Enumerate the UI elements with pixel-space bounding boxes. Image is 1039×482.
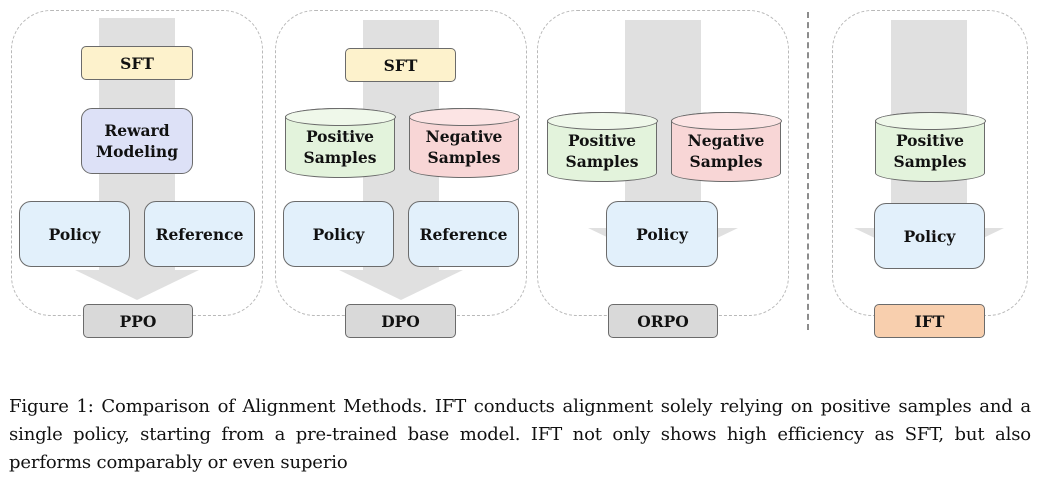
policy-box: Policy xyxy=(606,201,718,267)
positive-samples-cylinder: Positive Samples xyxy=(874,111,986,182)
reward-modeling-label-line-1: Reward xyxy=(104,121,170,140)
policy-box: Policy xyxy=(874,203,985,269)
figure-caption: Figure 1: Comparison of Alignment Method… xyxy=(9,396,1031,473)
method-box-dpo: DPO xyxy=(345,304,456,338)
policy-label: Policy xyxy=(903,226,956,246)
policy-label: Policy xyxy=(312,224,365,244)
flow-arrowhead-ppo xyxy=(75,270,199,300)
positive-samples-label-line-1: Positive xyxy=(305,127,375,146)
method-label-ift: IFT xyxy=(914,311,945,331)
policy-label: Policy xyxy=(48,224,101,244)
negative-samples-label-line-1: Negative xyxy=(425,127,503,146)
method-label-ppo: PPO xyxy=(119,311,157,331)
flow-arrowhead-dpo xyxy=(339,270,463,300)
positive-samples-label-line-1: Positive xyxy=(895,131,965,150)
sft-box: SFT xyxy=(81,46,193,80)
method-box-orpo: ORPO xyxy=(608,304,718,338)
policy-box: Policy xyxy=(283,201,394,267)
policy-label: Policy xyxy=(636,224,688,244)
reference-label: Reference xyxy=(155,224,244,244)
method-label-orpo: ORPO xyxy=(637,311,689,331)
positive-samples-cylinder: Positive Samples xyxy=(284,107,396,178)
reward-modeling-label-line-2: Modeling xyxy=(95,142,179,161)
negative-samples-label-line-2: Samples xyxy=(427,148,501,167)
policy-box: Policy xyxy=(19,201,130,267)
positive-samples-label-line-2: Samples xyxy=(565,152,639,171)
reward-modeling-box: Reward Modeling xyxy=(81,108,193,174)
positive-samples-label-line-2: Samples xyxy=(303,148,377,167)
method-label-dpo: DPO xyxy=(381,311,420,331)
reference-box: Reference xyxy=(408,201,519,267)
sft-label: SFT xyxy=(120,53,154,73)
positive-samples-label-line-2: Samples xyxy=(893,152,967,171)
positive-samples-cylinder: Positive Samples xyxy=(546,111,658,182)
section-divider xyxy=(807,12,809,330)
method-box-ift: IFT xyxy=(874,304,985,338)
reference-label: Reference xyxy=(419,224,508,244)
sft-label: SFT xyxy=(383,55,418,75)
negative-samples-label-line-2: Samples xyxy=(689,152,763,171)
sft-box: SFT xyxy=(345,48,456,82)
reference-box: Reference xyxy=(144,201,255,267)
negative-samples-cylinder: Negative Samples xyxy=(670,111,782,182)
negative-samples-label-line-1: Negative xyxy=(687,131,765,150)
positive-samples-label-line-1: Positive xyxy=(567,131,637,150)
method-box-ppo: PPO xyxy=(83,304,193,338)
negative-samples-cylinder: Negative Samples xyxy=(408,107,520,178)
